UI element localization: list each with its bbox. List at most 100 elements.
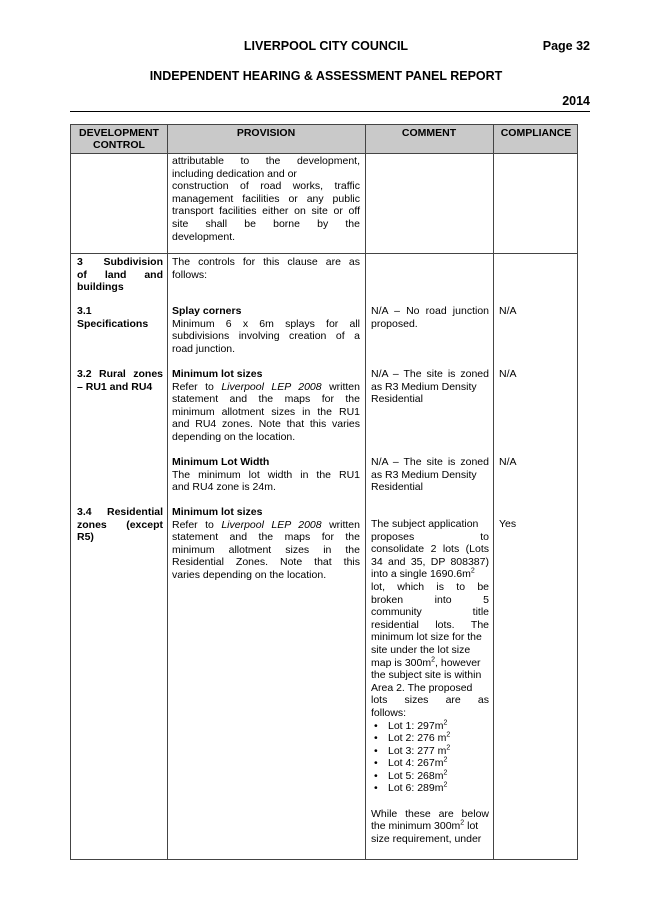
provision-line: subdivisions involving creation of a <box>172 330 360 343</box>
comment-cell: N/A – The site is zoned as R3 Medium Den… <box>371 456 489 494</box>
row-divider <box>71 253 577 254</box>
control-cell: 3 Subdivision of land and buildings <box>77 256 163 294</box>
comment-line: lots sizes are as <box>371 694 489 707</box>
comment-cell: The subject application proposes to cons… <box>371 518 489 845</box>
column-divider <box>167 125 168 859</box>
comment-line: minimum lot size for the <box>371 631 482 644</box>
column-header-provision: PROVISION <box>236 127 296 139</box>
list-item: Lot 5: 268m2 <box>371 769 489 783</box>
provision-line: Refer to Liverpool LEP 2008 written <box>172 518 360 531</box>
list-item: Lot 6: 289m2 <box>371 782 489 795</box>
control-cell: 3.2 Rural zones – RU1 and RU4 <box>77 368 163 393</box>
provision-line: construction of road works, traffic <box>172 180 360 193</box>
lep-reference: Liverpool LEP 2008 <box>221 518 322 531</box>
column-header-comment: COMMENT <box>401 127 457 139</box>
control-cell: 3.1 Specifications <box>77 305 163 330</box>
column-header-compliance: COMPLIANCE <box>500 127 572 139</box>
table-row: attributable to the development, includi… <box>172 155 360 243</box>
comment-line: the subject site is within <box>371 669 482 682</box>
provision-line: Refer to Liverpool LEP 2008 written <box>172 380 360 393</box>
control-line: of land and <box>77 268 163 281</box>
control-line: buildings <box>77 281 124 294</box>
list-item: Lot 2: 276 m2 <box>371 732 489 745</box>
council-name: LIVERPOOL CITY COUNCIL <box>243 39 409 53</box>
control-line: – RU1 and RU4 <box>77 380 153 393</box>
provision-cell: Minimum lot sizes Refer to Liverpool LEP… <box>172 368 360 444</box>
list-item: Lot 1: 297m2 <box>371 719 489 733</box>
provision-line: minimum allotment sizes in the <box>172 543 360 556</box>
column-header-development-control: DEVELOPMENT CONTROL <box>79 127 159 151</box>
comment-line: community title <box>371 606 489 619</box>
control-line: 3.1 <box>77 305 92 317</box>
provision-heading: Minimum lot sizes <box>172 368 263 380</box>
provision-heading: Minimum lot sizes <box>172 506 263 518</box>
comment-line: residential lots. The <box>371 618 489 631</box>
control-line: 3 Subdivision <box>77 256 163 268</box>
comment-line: While these are below <box>371 807 489 820</box>
comment-line: N/A – No road junction <box>371 305 489 317</box>
row-divider <box>71 153 577 154</box>
lep-reference: Liverpool LEP 2008 <box>221 380 322 393</box>
comment-line: consolidate 2 lots (Lots <box>371 543 489 556</box>
comment-line: N/A – The site is zoned <box>371 456 489 468</box>
provision-line: minimum allotment sizes in the RU1 <box>172 405 360 418</box>
provision-line: The minimum lot width in the RU1 <box>172 468 360 481</box>
comment-line: Residential <box>371 393 423 406</box>
provision-line: and RU4 zones. Note that this varies <box>172 418 360 431</box>
control-cell: 3.4 Residential zones (except R5) <box>77 506 163 544</box>
comment-cell: N/A – The site is zoned as R3 Medium Den… <box>371 368 489 406</box>
provision-line: development. <box>172 230 236 243</box>
comment-line: proposes to <box>371 530 489 543</box>
provision-line: Minimum 6 x 6m splays for all <box>172 317 360 330</box>
provision-line: The controls for this clause are as <box>172 256 360 268</box>
provision-line: depending on the location. <box>172 430 296 443</box>
provision-line: including dedication and or <box>172 167 297 180</box>
compliance-cell: N/A <box>499 456 517 468</box>
comment-line: as R3 Medium Density <box>371 468 477 481</box>
provision-cell: Minimum lot sizes Refer to Liverpool LEP… <box>172 506 360 582</box>
comment-line: site under the lot size <box>371 643 471 656</box>
list-item: Lot 4: 267m2 <box>371 757 489 770</box>
column-divider <box>493 125 494 859</box>
provision-line: attributable to the development, <box>172 155 360 167</box>
compliance-cell: N/A <box>499 305 517 317</box>
provision-heading: Minimum Lot Width <box>172 456 270 468</box>
provision-cell: The controls for this clause are as foll… <box>172 256 360 281</box>
column-divider <box>365 125 366 859</box>
compliance-table: DEVELOPMENT CONTROL PROVISION COMMENT CO… <box>70 124 578 860</box>
provision-line: road junction. <box>172 342 236 355</box>
comment-line: into a single 1690.6m2 <box>371 567 475 581</box>
table-header-row <box>71 125 577 153</box>
comment-line: Area 2. The proposed <box>371 681 473 694</box>
provision-line: site shall be borne by the <box>172 217 360 230</box>
provision-line: varies depending on the location. <box>172 568 327 581</box>
comment-cell: N/A – No road junction proposed. <box>371 305 489 330</box>
provision-cell: Minimum Lot Width The minimum lot width … <box>172 456 360 494</box>
comment-line: broken into 5 <box>371 593 489 606</box>
header-rule <box>70 111 590 112</box>
report-title: INDEPENDENT HEARING & ASSESSMENT PANEL R… <box>149 69 503 83</box>
compliance-cell: N/A <box>499 368 517 380</box>
comment-line: proposed. <box>371 317 418 330</box>
provision-line: Residential Zones. Note that this <box>172 556 360 569</box>
list-item: Lot 3: 277 m2 <box>371 744 489 758</box>
provision-heading: Splay corners <box>172 305 242 317</box>
lot-size-list: Lot 1: 297m2 Lot 2: 276 m2 Lot 3: 277 m2… <box>371 719 489 796</box>
comment-line: lot, which is to be <box>371 580 489 593</box>
comment-line: the minimum 300m2 lot <box>371 819 479 833</box>
provision-line: statement and the maps for the <box>172 393 360 406</box>
control-line: 3.4 Residential <box>77 506 163 518</box>
comment-line: size requirement, under <box>371 832 482 845</box>
report-year: 2014 <box>562 94 590 108</box>
provision-line: transport facilities either on site or o… <box>172 205 360 218</box>
comment-line: map is 300m2, however <box>371 656 481 669</box>
control-line: zones (except <box>77 518 163 531</box>
control-line: 3.2 Rural zones <box>77 368 163 380</box>
comment-line: The subject application <box>371 518 479 530</box>
comment-line: follows: <box>371 706 407 719</box>
compliance-cell: Yes <box>499 518 517 530</box>
provision-line: follows: <box>172 268 208 281</box>
comment-line: N/A – The site is zoned <box>371 368 489 380</box>
provision-cell: Splay corners Minimum 6 x 6m splays for … <box>172 305 360 355</box>
control-line: Specifications <box>77 317 149 330</box>
